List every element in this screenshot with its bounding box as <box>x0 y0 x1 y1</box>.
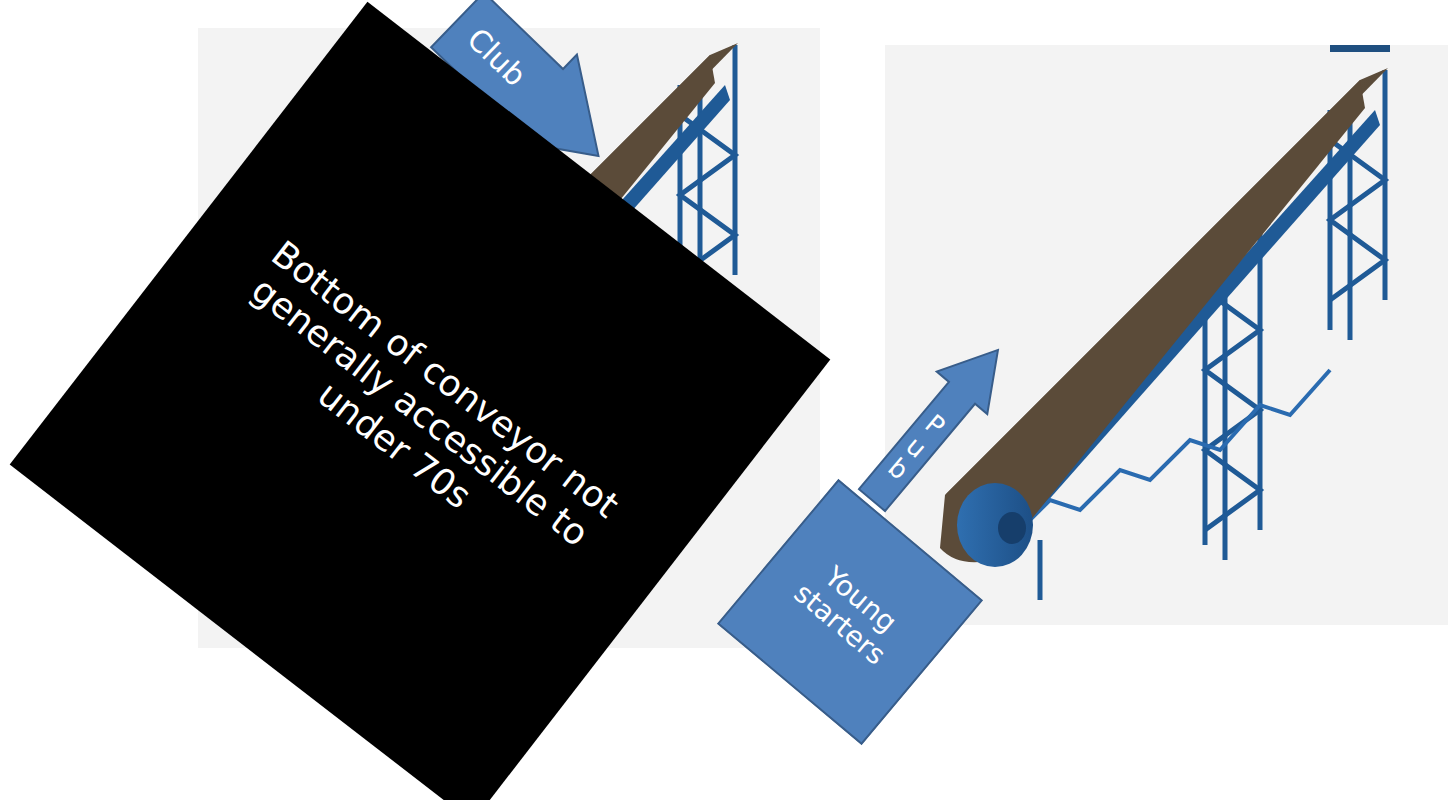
node-label: Bottom of conveyor not generally accessi… <box>181 208 659 617</box>
